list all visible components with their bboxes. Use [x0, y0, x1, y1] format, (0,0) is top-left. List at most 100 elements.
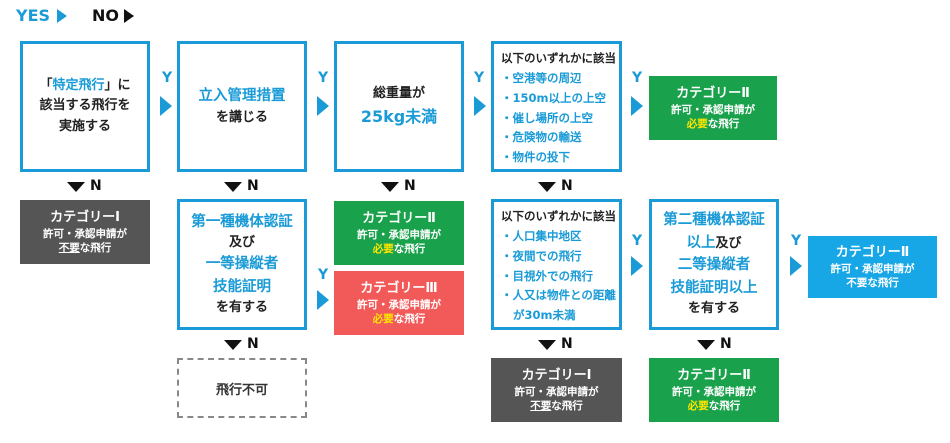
result-title: カテゴリーⅡ: [677, 367, 751, 383]
legend-yes-arrow-icon: [57, 9, 67, 23]
node-text: 総重量が: [372, 86, 425, 102]
legend-no-arrow-icon: [124, 9, 134, 23]
result-title: 飛行不可: [215, 382, 268, 398]
list-heading: 以下のいずれかに該当: [501, 51, 616, 65]
result-sub: な飛行: [79, 242, 112, 255]
no-arrow-icon: [538, 340, 556, 350]
yes-arrow-icon: [631, 256, 643, 276]
list-item: ・催し場所の上空: [501, 110, 593, 125]
yes-arrow-icon: [790, 256, 802, 276]
node-type1-certification: 第一種機体認証 及び 一等操縦者 技能証明 を有する: [177, 199, 307, 330]
result-category-1-left: カテゴリーⅠ 許可・承認申請が 不要な飛行: [20, 200, 150, 264]
no-label: N: [247, 336, 259, 352]
result-sub: 許可・承認申請が: [357, 298, 441, 311]
result-category-1-bottom: カテゴリーⅠ 許可・承認申請が 不要な飛行: [491, 358, 622, 422]
yes-arrow-icon: [631, 96, 643, 116]
result-sub: 許可・承認申請が: [514, 385, 599, 398]
result-emphasis: 不要: [530, 400, 552, 413]
result-category-3: カテゴリーⅢ 許可・承認申請が 必要な飛行: [334, 271, 464, 335]
result-title: カテゴリーⅡ: [835, 244, 910, 260]
no-arrow-icon: [224, 182, 242, 192]
yes-label: Y: [162, 70, 173, 86]
node-highlight: 第二種機体認証: [663, 212, 765, 229]
no-label: N: [720, 336, 732, 352]
legend-no: NO: [92, 6, 119, 25]
yes-label: Y: [632, 233, 643, 249]
yes-arrow-icon: [160, 96, 172, 116]
node-total-weight: 総重量が 25kg未満: [334, 41, 464, 172]
result-title: カテゴリーⅡ: [676, 85, 750, 101]
result-title: カテゴリーⅢ: [360, 280, 438, 296]
result-sub: な飛行: [393, 313, 426, 326]
node-text: 及び: [228, 235, 255, 251]
no-label: N: [561, 178, 573, 194]
node-text: 該当する飛行を: [39, 98, 131, 114]
node-highlight: 二等操縦者: [677, 257, 751, 274]
yes-label: Y: [318, 70, 329, 86]
node-text: 実施する: [58, 118, 111, 134]
result-emphasis: 必要: [372, 243, 394, 256]
node-condition-list-b: 以下のいずれかに該当 ・人口集中地区 ・夜間での飛行 ・目視外での飛行 ・人又は…: [491, 199, 622, 330]
list-item: ・夜間での飛行: [501, 248, 582, 263]
node-specific-flight: 「特定飛行」に 該当する飛行を 実施する: [20, 41, 150, 172]
node-text: を講じる: [215, 109, 268, 125]
list-item: ・150m以上の上空: [501, 90, 606, 105]
node-highlight: 特定飛行: [52, 78, 105, 94]
node-text: 「: [39, 78, 53, 94]
list-item: ・人又は物件との距離: [501, 288, 616, 303]
node-type2-certification: 第二種機体認証 以上及び 二等操縦者 技能証明以上 を有する: [649, 199, 779, 330]
result-sub: な飛行: [551, 400, 583, 413]
no-label: N: [90, 178, 102, 194]
yes-label: Y: [474, 70, 485, 86]
result-title: カテゴリーⅠ: [50, 209, 120, 225]
result-sub: な飛行: [393, 243, 426, 256]
node-text: を有する: [687, 301, 740, 317]
node-text: 」に: [104, 78, 131, 94]
result-sub: 不要な飛行: [846, 277, 899, 290]
yes-label: Y: [318, 267, 329, 283]
result-no-flight: 飛行不可: [177, 358, 307, 418]
list-item: ・人口集中地区: [501, 229, 582, 243]
list-item: ・目視外での飛行: [501, 268, 593, 283]
list-item: ・空港等の周辺: [501, 71, 582, 85]
legend-yes: YES: [16, 6, 51, 25]
yes-arrow-icon: [317, 96, 329, 116]
yes-label: Y: [791, 233, 802, 249]
node-highlight: 25kg未満: [360, 106, 438, 126]
no-arrow-icon: [224, 340, 242, 350]
no-label: N: [404, 178, 416, 194]
node-text: を有する: [215, 300, 268, 316]
result-sub: 許可・承認申請が: [672, 385, 756, 398]
node-highlight: 技能証明以上: [670, 279, 758, 296]
result-emphasis: 必要: [687, 400, 709, 413]
yes-arrow-icon: [474, 96, 486, 116]
result-emphasis: 不要: [58, 242, 80, 255]
no-label: N: [247, 178, 259, 194]
list-heading: 以下のいずれかに該当: [501, 209, 616, 223]
result-title: カテゴリーⅠ: [521, 367, 592, 383]
result-category-2-mid: カテゴリーⅡ 許可・承認申請が 必要な飛行: [334, 201, 464, 265]
result-sub: 許可・承認申請が: [671, 103, 755, 116]
no-label: N: [561, 336, 573, 352]
node-highlight: 以上: [686, 234, 716, 251]
node-entry-management: 立入管理措置 を講じる: [177, 41, 307, 172]
list-item: ・物件の投下: [501, 150, 570, 165]
node-highlight: 技能証明: [213, 278, 271, 295]
node-highlight: 立入管理措置: [198, 88, 286, 105]
list-item: ・危険物の輸送: [501, 130, 582, 145]
node-highlight: 一等操縦者: [205, 256, 279, 273]
no-arrow-icon: [697, 340, 715, 350]
node-highlight: 第一種機体認証: [191, 213, 293, 230]
node-condition-list-a: 以下のいずれかに該当 ・空港等の周辺 ・150m以上の上空 ・催し場所の上空 ・…: [491, 41, 622, 172]
result-emphasis: 必要: [686, 118, 708, 131]
no-arrow-icon: [381, 182, 399, 192]
result-title: カテゴリーⅡ: [362, 210, 436, 226]
yes-label: Y: [632, 70, 643, 86]
list-item: が30m未満: [513, 308, 576, 323]
result-category-2-right: カテゴリーⅡ 許可・承認申請が 不要な飛行: [808, 236, 937, 298]
result-sub: 許可・承認申請が: [43, 227, 127, 240]
no-arrow-icon: [67, 182, 85, 192]
result-category-2-top: カテゴリーⅡ 許可・承認申請が 必要な飛行: [649, 76, 777, 140]
result-sub: な飛行: [707, 118, 740, 131]
result-sub: 許可・承認申請が: [357, 228, 441, 241]
